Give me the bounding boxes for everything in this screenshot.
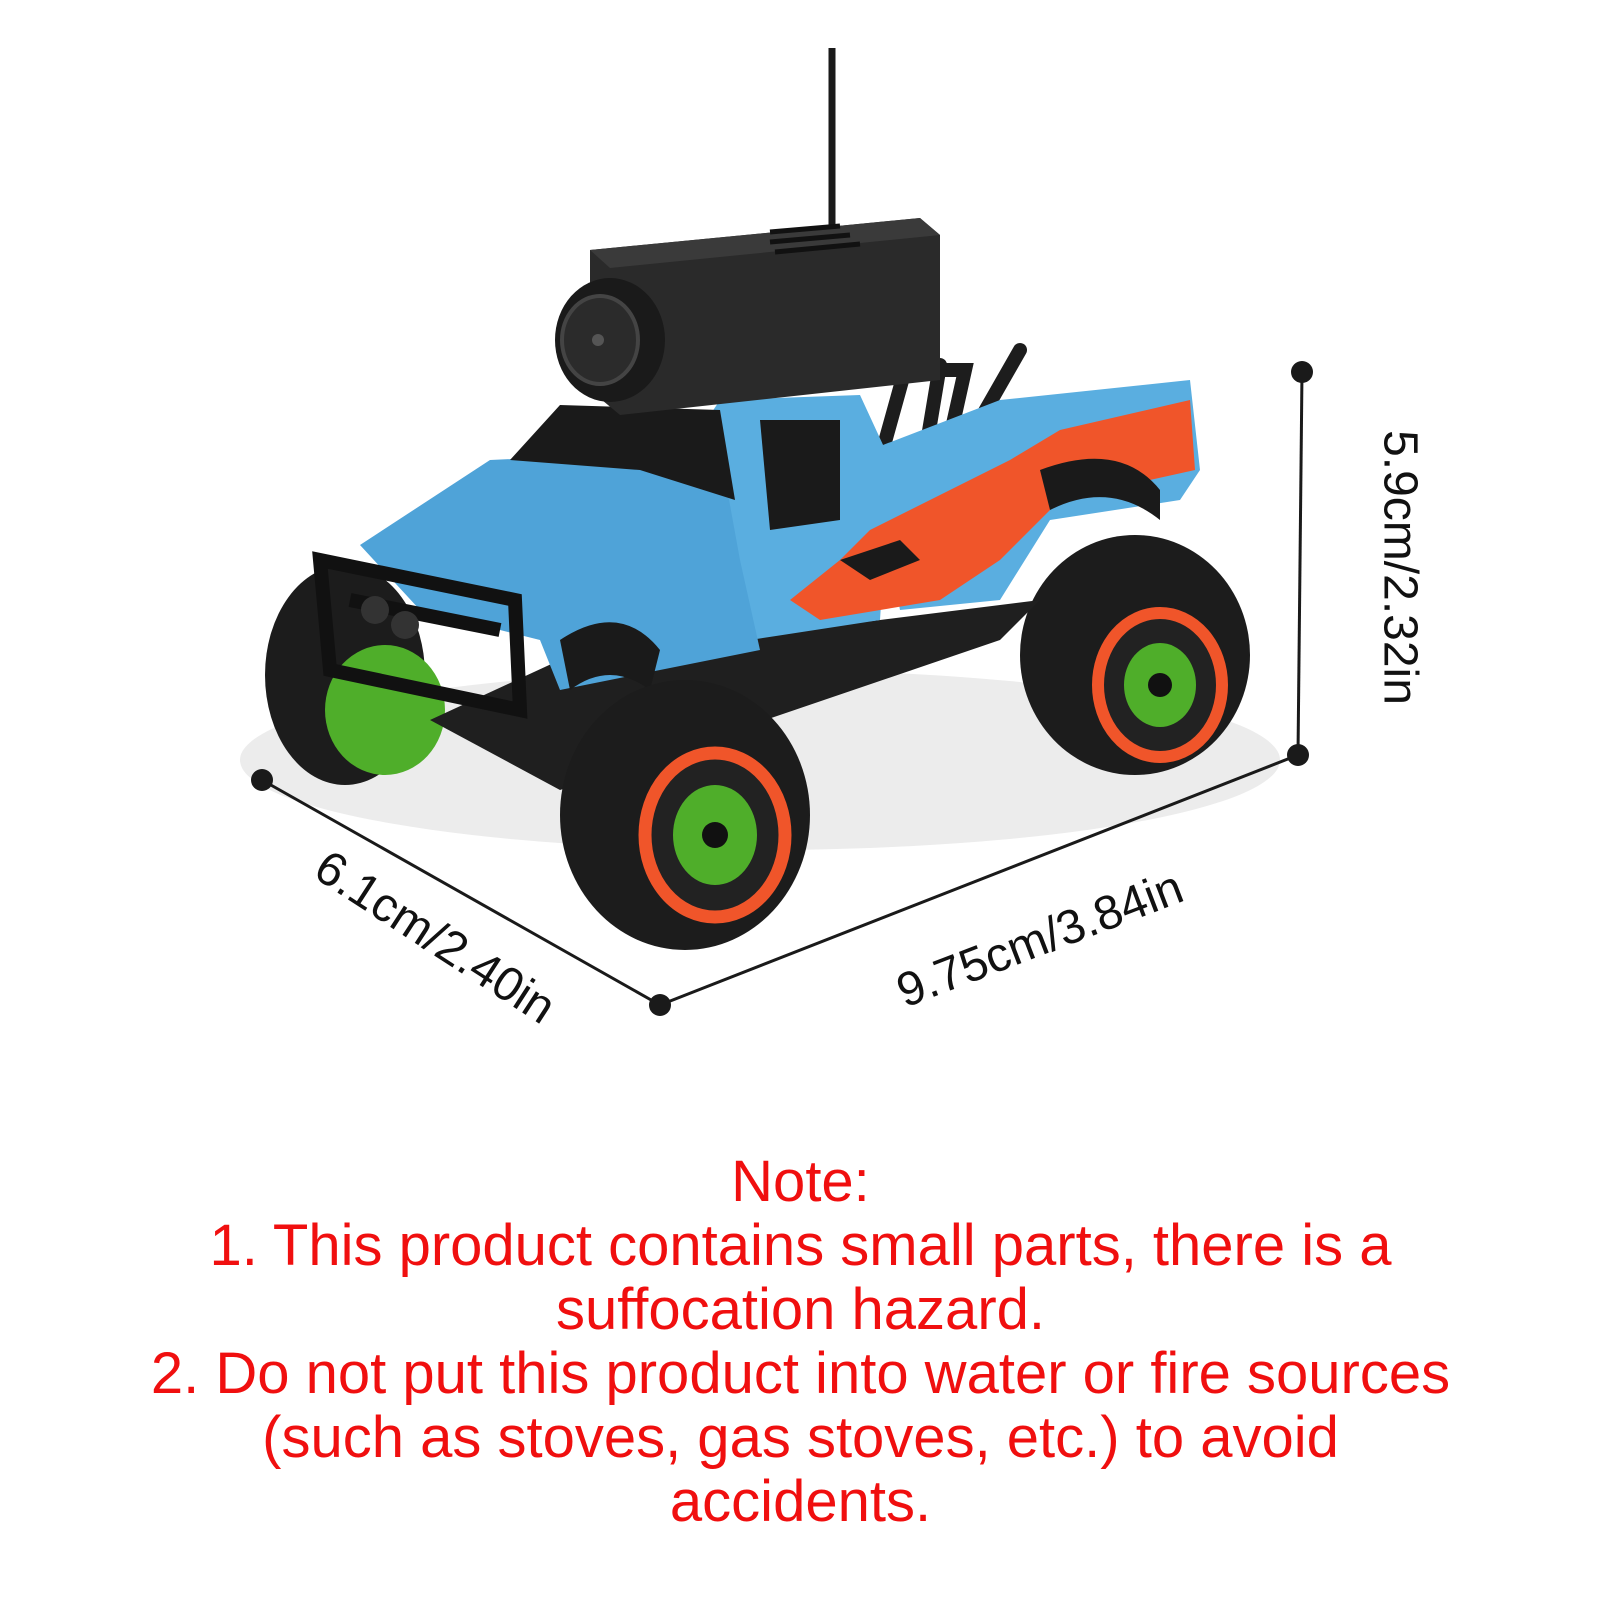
note-line: suffocation hazard. <box>555 1277 1046 1342</box>
note-line: 1. This product contains small parts, th… <box>209 1213 1392 1278</box>
note-line: 2. Do not put this product into water or… <box>150 1341 1451 1406</box>
dimension-lines <box>261 371 1304 1007</box>
rear-wheel <box>1020 535 1250 775</box>
fog-light-right <box>391 611 419 639</box>
safety-note: Note: 1. This product contains small par… <box>60 1150 1541 1534</box>
dimension-dot <box>1287 744 1309 766</box>
length-dimension-line <box>659 753 1299 1007</box>
dimension-dot <box>649 994 671 1016</box>
width-dimension-line <box>261 778 661 1007</box>
front-right-wheel <box>560 680 810 950</box>
truck-body <box>360 380 1200 690</box>
note-heading: Note: <box>731 1149 870 1214</box>
note-line: accidents. <box>669 1469 932 1534</box>
dimension-dot <box>251 769 273 791</box>
dimension-dot <box>1291 361 1313 383</box>
camera-box <box>590 218 940 415</box>
fog-light-left <box>361 596 389 624</box>
note-line: (such as stoves, gas stoves, etc.) to av… <box>262 1405 1339 1470</box>
camera-lens <box>555 278 665 402</box>
height-dimension-line <box>1296 371 1304 756</box>
height-dimension-label: 5.9cm/2.32in <box>1373 430 1427 705</box>
